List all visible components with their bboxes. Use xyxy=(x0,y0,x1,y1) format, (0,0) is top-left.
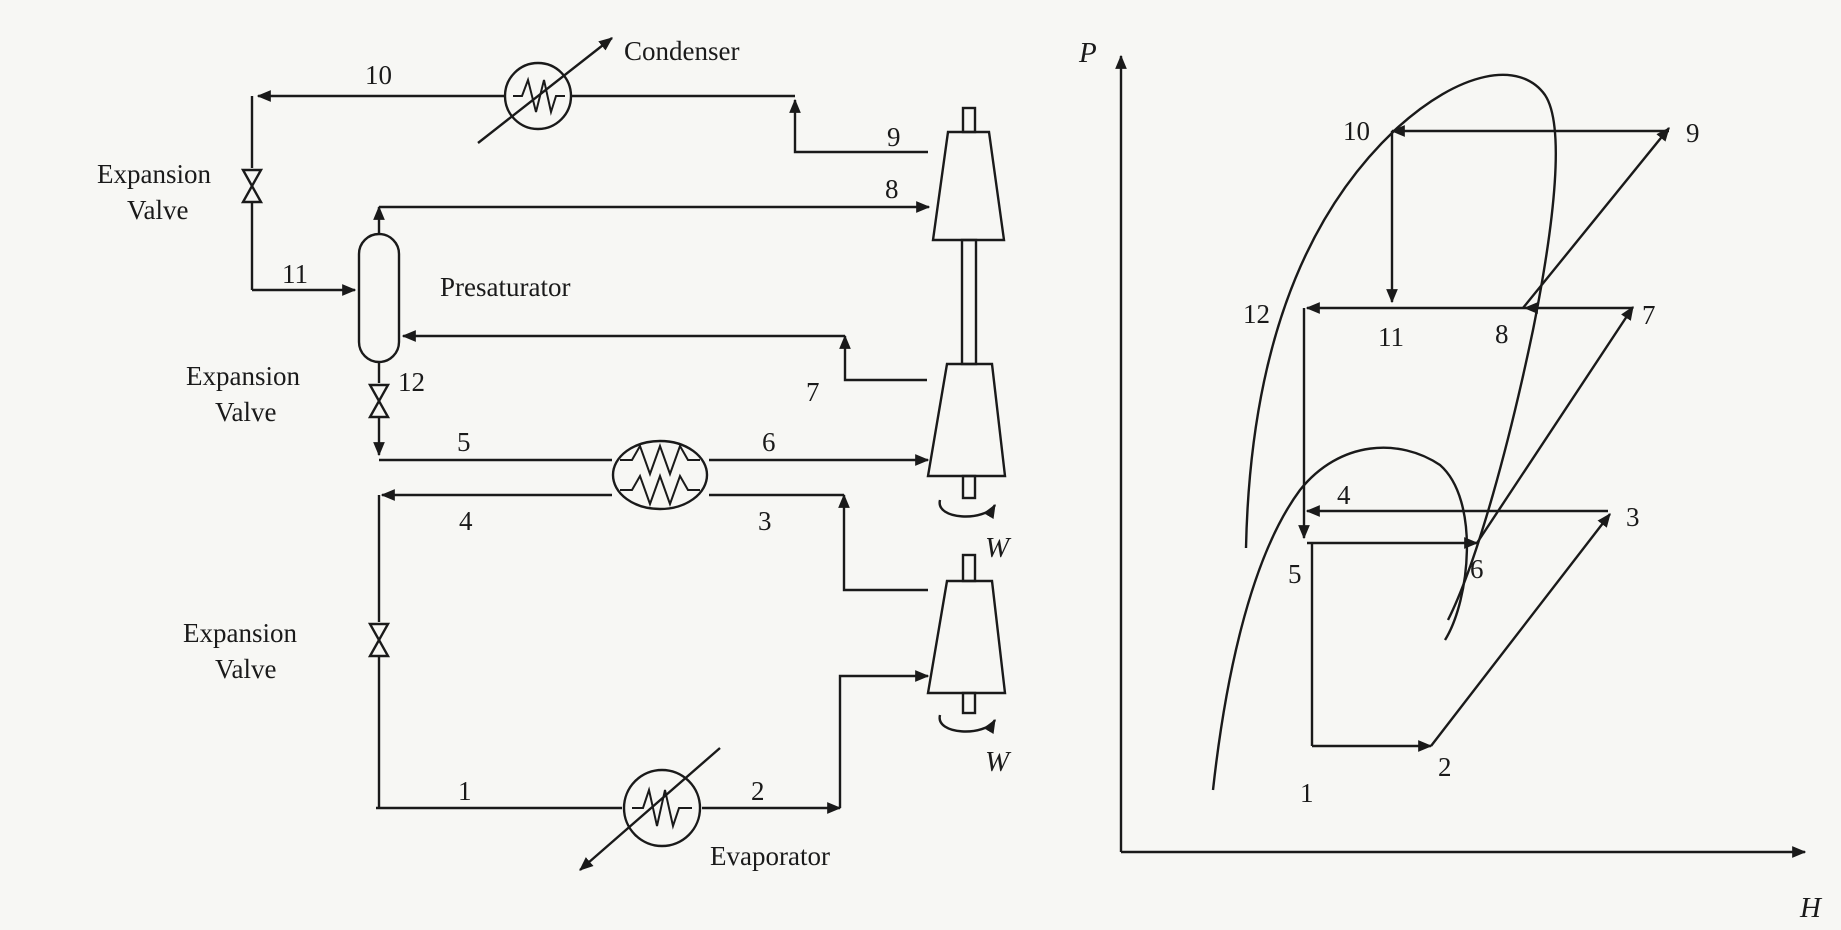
state-label-1: 1 xyxy=(1300,778,1314,808)
compressor-low-stage xyxy=(926,553,1007,735)
stream-label-10: 10 xyxy=(365,60,392,90)
state-label-6: 6 xyxy=(1470,554,1484,584)
expansion-valve-middle-label-1: Expansion xyxy=(186,361,300,391)
compressor-shaft xyxy=(960,238,978,366)
stream-label-1: 1 xyxy=(458,776,472,806)
state-label-12: 12 xyxy=(1243,299,1270,329)
y-axis-label: P xyxy=(1078,37,1097,69)
work-label-middle: W xyxy=(985,532,1012,564)
stream-label-12: 12 xyxy=(398,367,425,397)
state-label-7: 7 xyxy=(1642,300,1656,330)
state-label-5: 5 xyxy=(1288,559,1302,589)
saturation-dome-upper xyxy=(1244,73,1557,621)
expansion-valve-middle-label-2: Valve xyxy=(215,397,276,427)
stream-label-11: 11 xyxy=(282,259,308,289)
state-label-11: 11 xyxy=(1378,322,1404,352)
x-axis-label: H xyxy=(1799,892,1823,924)
expansion-valve-bottom-label-2: Valve xyxy=(215,654,276,684)
stream-label-5: 5 xyxy=(457,427,471,457)
evaporator xyxy=(579,747,721,871)
evaporator-label: Evaporator xyxy=(710,841,830,871)
state-label-2: 2 xyxy=(1438,752,1452,782)
expansion-valve-bottom-label-1: Expansion xyxy=(183,618,297,648)
stream-label-3: 3 xyxy=(758,506,772,536)
expansion-valve-top-label-2: Valve xyxy=(127,195,188,225)
state-label-10: 10 xyxy=(1343,116,1370,146)
compressor-high-stage xyxy=(931,106,1006,242)
state-label-3: 3 xyxy=(1626,502,1640,532)
stream-label-2: 2 xyxy=(751,776,765,806)
condenser xyxy=(477,37,613,144)
stream-label-6: 6 xyxy=(762,427,776,457)
process-flow-diagram: Condenser Expansion Valve Presaturator xyxy=(97,36,1012,871)
condenser-label: Condenser xyxy=(624,36,739,66)
presaturator-label: Presaturator xyxy=(440,272,570,302)
expansion-valve-top-label-1: Expansion xyxy=(97,159,211,189)
presaturator xyxy=(357,232,401,364)
ph-diagram: P H 1 2 3 4 5 6 7 8 xyxy=(1078,37,1823,924)
state-label-8: 8 xyxy=(1495,319,1509,349)
stream-label-7: 7 xyxy=(806,377,820,407)
heat-exchanger xyxy=(611,439,709,511)
stream-label-8: 8 xyxy=(885,174,899,204)
stream-label-9: 9 xyxy=(887,122,901,152)
state-label-9: 9 xyxy=(1686,118,1700,148)
expansion-valve-bottom xyxy=(367,622,391,658)
expansion-valve-middle xyxy=(367,383,391,419)
work-label-low: W xyxy=(985,746,1012,778)
stream-label-4: 4 xyxy=(459,506,473,536)
expansion-valve-top xyxy=(240,168,264,204)
compressor-middle-stage xyxy=(926,362,1007,520)
state-label-4: 4 xyxy=(1337,480,1351,510)
